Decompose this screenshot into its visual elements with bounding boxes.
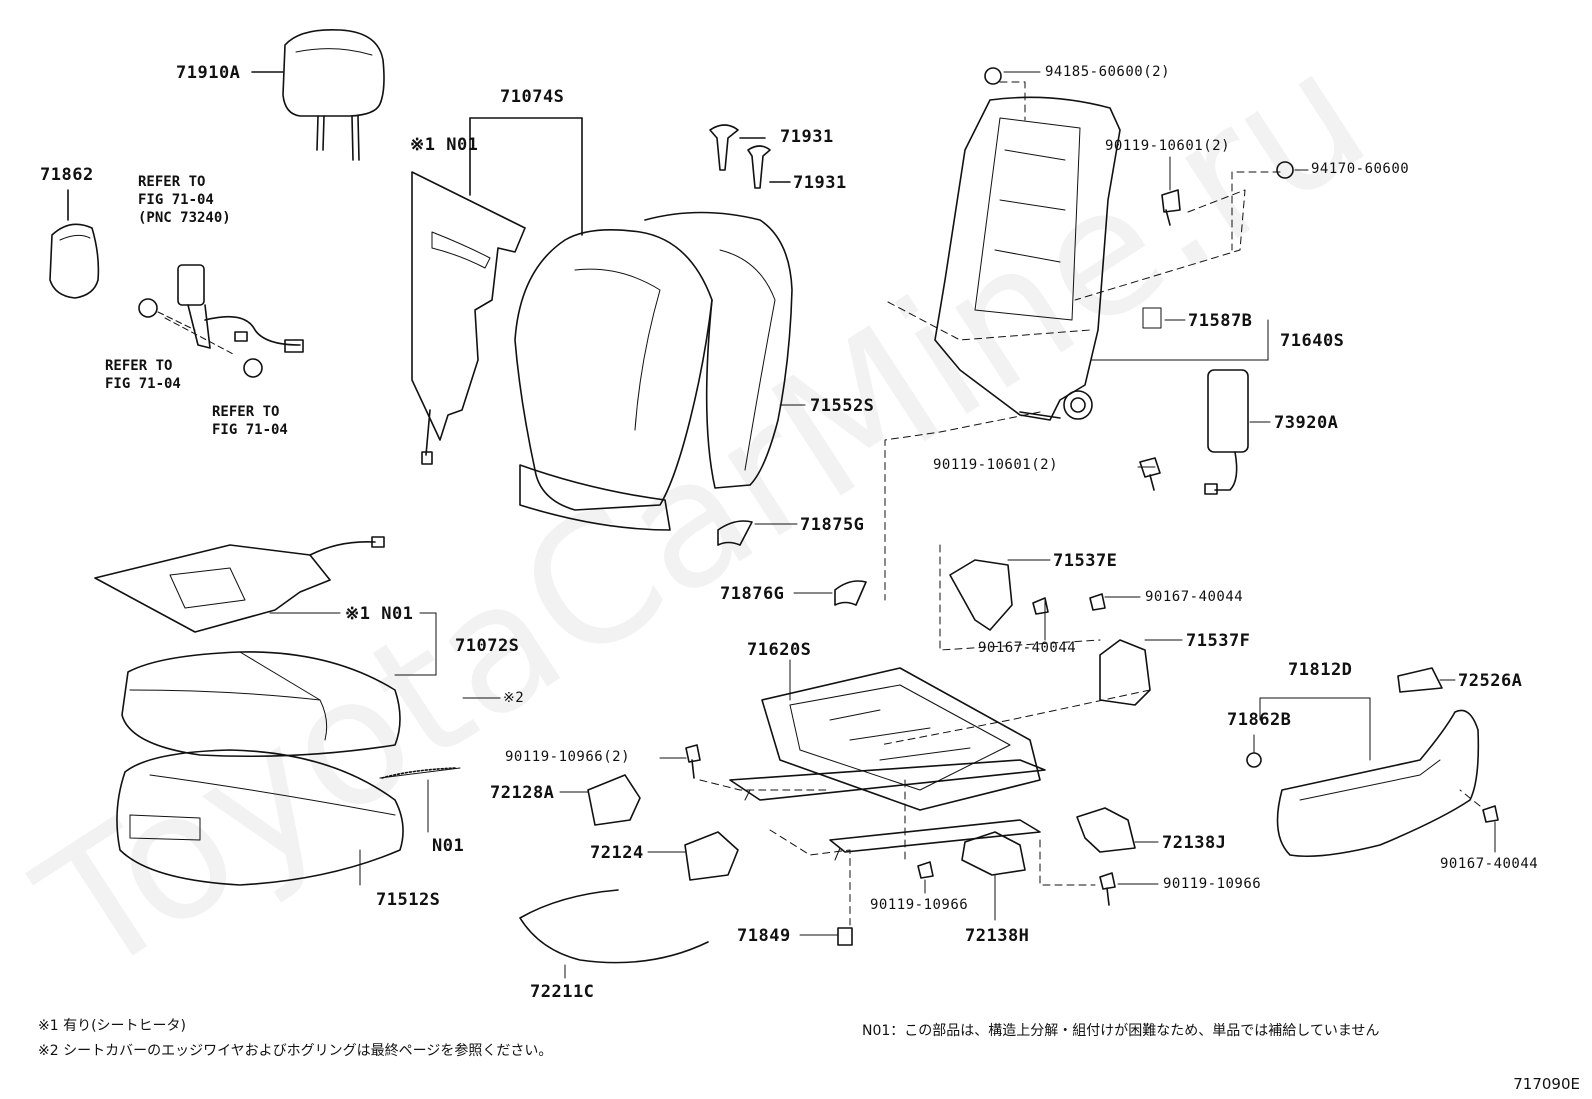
part-label-90119-10966-b: 90119-10966 [870,897,969,913]
part-label-71640S: 71640S [1280,331,1345,351]
part-label-90119-10601-top: 90119-10601(2) [1105,138,1231,154]
part-label-72138J: 72138J [1162,833,1227,853]
clips-71931 [709,124,791,189]
part-label-94185-60600: 94185-60600(2) [1045,64,1171,80]
footnote-n01: N01：この部品は、構造上分解・組付けが困難なため、単品では補給していません [862,1023,1380,1039]
part-label-90119-10601-bottom: 90119-10601(2) [933,457,1059,473]
part-label-71910A: 71910A [176,63,241,83]
wire-72211C [519,889,709,964]
part-label-72211C: 72211C [530,982,595,1002]
part-label-71072S: 71072S [455,636,520,656]
part-label-71812D: 71812D [1288,660,1353,680]
part-label-71620S: 71620S [747,640,812,660]
wire-n01 [381,767,456,779]
part-label-71849: 71849 [737,926,791,946]
part-label-71537E: 71537E [1053,551,1118,571]
part-label-n01-seatback: ※1 N01 [410,135,479,155]
watermark: ToyotaCarMine.ru [6,12,1400,1015]
part-label-72128A: 72128A [490,783,555,803]
small-covers [587,520,1151,881]
part-label-71876G: 71876G [720,584,785,604]
footnote-1: ※1 有り(シートヒータ) [38,1018,187,1034]
part-label-71552S: 71552S [810,396,875,416]
headrest-71910A [251,28,385,161]
refer-to-fig-71-04-b: REFER TO FIG 71-04 [212,404,288,438]
part-label-71931-b: 71931 [793,173,847,193]
part-label-90167-40044-b: 90167-40044 [978,640,1077,656]
part-label-90167-40044-c: 90167-40044 [1440,856,1539,872]
leader-lines [269,71,1496,979]
seat-frame-71620S [729,667,1046,861]
part-label-71512S: 71512S [376,890,441,910]
seatback-heater-pad [411,171,526,465]
seat-belt-buckle [138,264,304,378]
part-label-71074S: 71074S [500,87,565,107]
footnote-2: ※2 シートカバーのエッジワイヤおよびホグリングは最終ページを参照ください。 [38,1043,553,1059]
part-label-71587B: 71587B [1188,311,1253,331]
bolts [685,67,1499,946]
refer-to-fig-71-04-a: REFER TO FIG 71-04 [105,358,181,392]
cover-71862 [49,189,100,299]
part-label-71862: 71862 [40,165,94,185]
part-label-72138H: 72138H [965,926,1030,946]
part-label-71931-a: 71931 [780,127,834,147]
part-label-71537F: 71537F [1186,631,1251,651]
cushion-heater-pad [94,536,385,633]
part-label-94170-60600: 94170-60600 [1311,161,1410,177]
figure-number: 717090E [1513,1075,1580,1093]
part-label-90119-10966-2: 90119-10966(2) [505,749,631,765]
part-label-71862B: 71862B [1227,710,1292,730]
part-label-72526A: 72526A [1458,671,1523,691]
part-label-n01-wire: N01 [432,836,465,856]
seatback-cover-71074S [469,117,793,531]
part-label-71875G: 71875G [800,515,865,535]
part-label-90167-40044-a: 90167-40044 [1145,589,1244,605]
seatback-frame-71640S [934,96,1162,421]
part-label-90119-10966-a: 90119-10966 [1163,876,1262,892]
part-label-73920A: 73920A [1274,413,1339,433]
side-airbag-73920A [1204,369,1249,495]
refer-to-fig-71-04-pnc-73240: REFER TO FIG 71-04 (PNC 73240) [138,174,231,226]
part-label-72124: 72124 [590,843,644,863]
cushion-pad-71512S [116,749,461,886]
part-label-mark-2: ※2 [503,690,525,706]
part-label-n01-cushion-heater: ※1 N01 [345,604,414,624]
side-shield-71812D [1276,667,1480,857]
